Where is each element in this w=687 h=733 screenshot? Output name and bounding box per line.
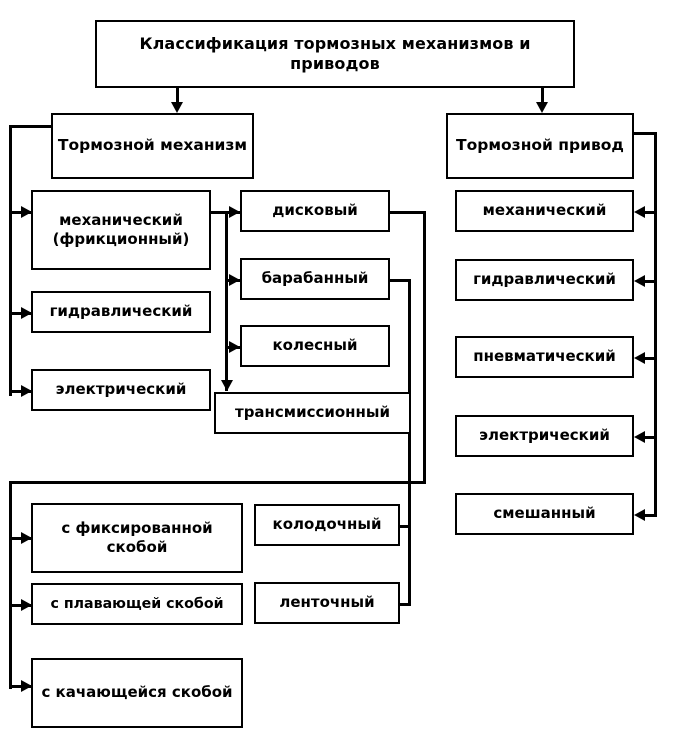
- arrow-to-drum: [229, 274, 240, 286]
- connector-disc-branch-vertical: [423, 211, 426, 484]
- node-label: механический: [482, 201, 607, 220]
- node-label: дисковый: [272, 201, 358, 220]
- connector-drum-branch-vertical: [408, 279, 411, 604]
- node-floating-caliper: с плавающей скобой: [31, 583, 243, 625]
- arrow-to-drive-mixed: [634, 509, 645, 521]
- connector-title-to-mechanism-stem: [176, 88, 179, 104]
- connector-drive-to-electric: [645, 436, 657, 439]
- node-hydraulic: гидравлический: [31, 291, 211, 333]
- node-label: колодочный: [272, 515, 382, 534]
- node-fixed-caliper: с фиксированной скобой: [31, 503, 243, 573]
- arrow-to-fixed-caliper: [21, 532, 32, 544]
- connector-friction-bus-top: [211, 211, 228, 214]
- connector-disc-branch-bottom: [9, 481, 426, 484]
- arrow-to-drive-pneumatic: [634, 352, 645, 364]
- connector-drive-bus-vertical: [654, 132, 657, 516]
- arrow-to-electric: [21, 385, 32, 397]
- arrow-to-hydraulic: [21, 307, 32, 319]
- arrow-to-drive-hydraulic: [634, 275, 645, 287]
- node-label: колесный: [272, 336, 358, 355]
- node-label: с фиксированной скобой: [61, 518, 213, 556]
- node-label: с качающейся скобой: [41, 683, 233, 702]
- node-mechanical-friction: механический (фрикционный): [31, 190, 211, 270]
- connector-caliper-bus-vertical: [9, 481, 12, 689]
- node-label: смешанный: [493, 504, 596, 523]
- connector-drum-branch-top: [390, 279, 411, 282]
- page-title: Классификация тормозных механизмов и при…: [139, 33, 531, 73]
- node-drum: барабанный: [240, 258, 390, 300]
- arrow-to-drive-mechanical: [634, 206, 645, 218]
- node-band: ленточный: [254, 582, 400, 624]
- node-shoe: колодочный: [254, 504, 400, 546]
- node-label: трансмиссионный: [235, 403, 390, 422]
- arrow-to-transmission: [221, 380, 233, 391]
- node-disc: дисковый: [240, 190, 390, 232]
- node-label: Тормозной привод: [456, 136, 624, 155]
- connector-mechanism-bus-vertical: [9, 125, 12, 396]
- node-swinging-caliper: с качающейся скобой: [31, 658, 243, 728]
- arrow-title-to-drive: [536, 102, 548, 113]
- node-drive-pneumatic: пневматический: [455, 336, 634, 378]
- arrow-to-mechanical-friction: [21, 206, 32, 218]
- arrow-to-swinging-caliper: [21, 680, 32, 692]
- connector-title-to-drive-stem: [541, 88, 544, 104]
- connector-drum-to-band: [399, 603, 411, 606]
- node-drive-electric: электрический: [455, 415, 634, 457]
- node-label: механический (фрикционный): [52, 210, 190, 248]
- arrow-to-wheel: [229, 341, 240, 353]
- connector-mechanism-bus-top: [9, 125, 53, 128]
- node-brake-drive: Тормозной привод: [446, 113, 634, 179]
- node-label: Тормозной механизм: [57, 136, 248, 155]
- node-label: гидравлический: [49, 302, 193, 321]
- arrow-to-floating-caliper: [21, 599, 32, 611]
- node-brake-mechanism: Тормозной механизм: [51, 113, 254, 179]
- node-label: ленточный: [279, 593, 375, 612]
- connector-drive-to-mechanical: [645, 211, 657, 214]
- arrow-to-drive-electric: [634, 431, 645, 443]
- connector-drum-to-shoe: [399, 525, 411, 528]
- connector-drive-to-hydraulic: [645, 280, 657, 283]
- node-drive-mixed: смешанный: [455, 493, 634, 535]
- arrow-title-to-mechanism: [171, 102, 183, 113]
- connector-drive-to-mixed: [645, 514, 657, 517]
- node-drive-mechanical: механический: [455, 190, 634, 232]
- node-transmission: трансмиссионный: [214, 392, 411, 434]
- node-label: электрический: [479, 426, 610, 445]
- connector-disc-branch-top: [390, 211, 426, 214]
- node-label: гидравлический: [473, 270, 616, 289]
- connector-drive-bus-top: [634, 132, 657, 135]
- diagram-title-box: Классификация тормозных механизмов и при…: [95, 20, 575, 88]
- node-wheel: колесный: [240, 325, 390, 367]
- node-label: с плавающей скобой: [50, 595, 224, 612]
- node-label: пневматический: [473, 347, 616, 366]
- node-label: электрический: [55, 380, 187, 399]
- node-electric: электрический: [31, 369, 211, 411]
- connector-friction-bus-vertical: [225, 211, 228, 391]
- arrow-to-disc: [229, 206, 240, 218]
- node-label: барабанный: [261, 269, 369, 288]
- connector-drive-to-pneumatic: [645, 357, 657, 360]
- node-drive-hydraulic: гидравлический: [455, 259, 634, 301]
